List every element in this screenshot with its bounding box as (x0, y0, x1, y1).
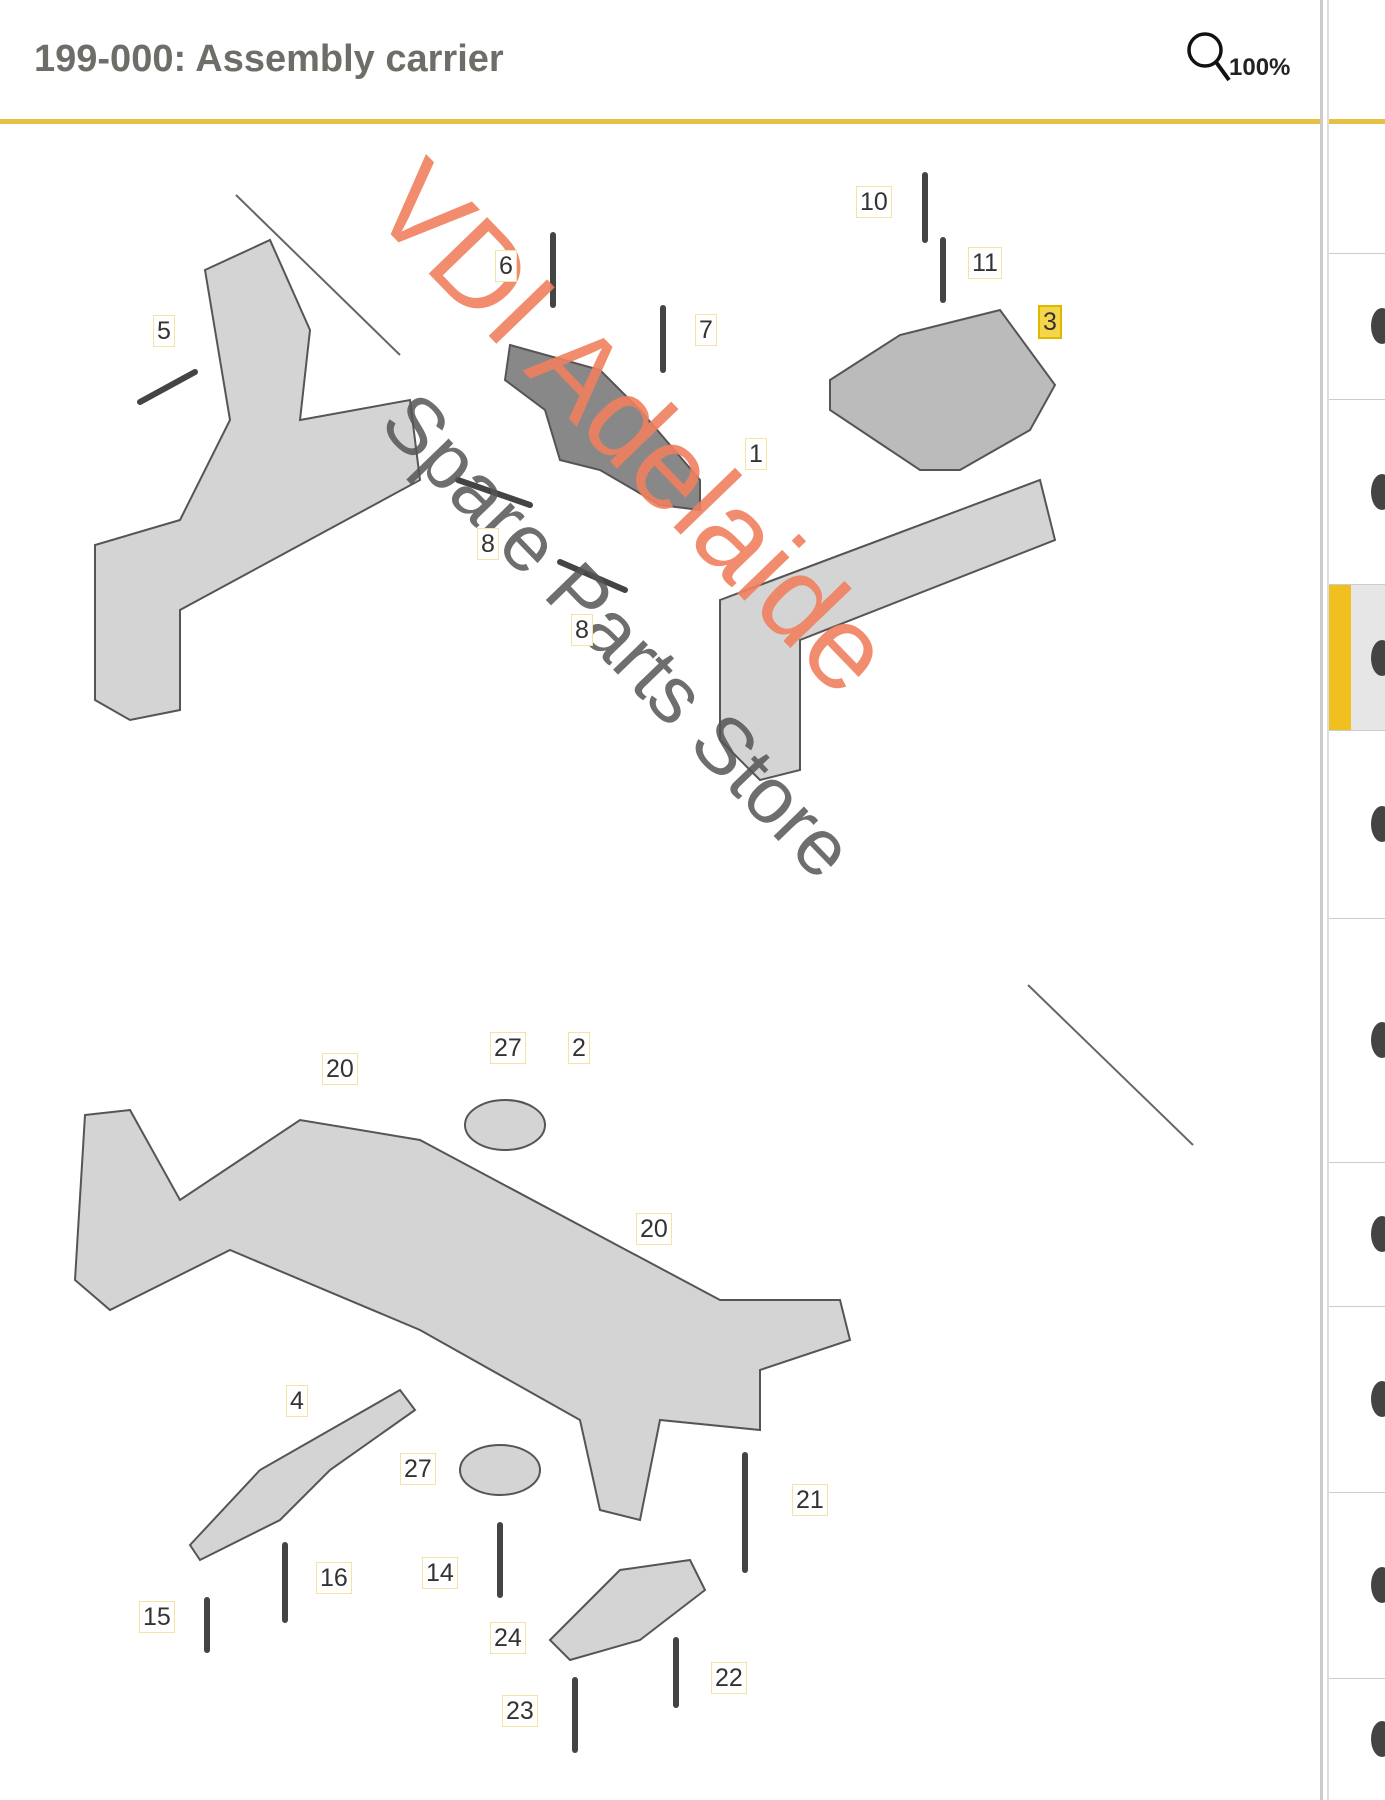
thumbnail-icon (1371, 308, 1385, 344)
thumbnail-icon (1371, 1721, 1385, 1757)
sidebar-row[interactable] (1329, 1162, 1385, 1307)
callout-7[interactable]: 7 (695, 314, 717, 346)
header-accent-line (0, 119, 1320, 124)
callout-5[interactable]: 5 (153, 315, 175, 347)
magnifier-icon (1187, 32, 1231, 82)
diagram-panel: 199-000: Assembly carrier 100% VDI Adela… (34, 30, 1290, 1753)
sidebar-accent-line (1329, 119, 1385, 124)
callout-6[interactable]: 6 (495, 250, 517, 282)
thumbnail-icon (1371, 1022, 1385, 1058)
callout-1[interactable]: 1 (745, 438, 767, 470)
bolts (137, 172, 946, 1753)
callout-8[interactable]: 8 (571, 614, 593, 646)
callout-4[interactable]: 4 (286, 1385, 308, 1417)
callout-10[interactable]: 10 (856, 186, 892, 218)
sidebar-row-selected[interactable] (1329, 585, 1385, 731)
sidebar-row[interactable] (1329, 1678, 1385, 1800)
bracket-part-1 (503, 343, 701, 512)
thumbnail-icon (1371, 1216, 1385, 1252)
parts-diagram (73, 172, 1194, 1753)
callout-20[interactable]: 20 (636, 1213, 672, 1245)
thumbnail-icon (1371, 806, 1385, 842)
panel-divider[interactable] (1320, 0, 1323, 1800)
callout-3[interactable]: 3 (1038, 305, 1062, 339)
sidebar-row[interactable] (1329, 1492, 1385, 1679)
sidebar-row[interactable] (1329, 730, 1385, 919)
zoom-level: 100% (1229, 54, 1291, 81)
sidebar-row[interactable] (1329, 124, 1385, 254)
pendulum-support-part-4 (188, 1388, 417, 1562)
side-member-right (719, 478, 1057, 782)
callout-14[interactable]: 14 (422, 1557, 458, 1589)
thumbnail-icon (1371, 639, 1385, 676)
callout-22[interactable]: 22 (711, 1662, 747, 1694)
callout-2[interactable]: 2 (568, 1032, 590, 1064)
callout-24[interactable]: 24 (490, 1622, 526, 1654)
callout-27[interactable]: 27 (400, 1453, 436, 1485)
callout-8[interactable]: 8 (477, 528, 499, 560)
callout-23[interactable]: 23 (502, 1695, 538, 1727)
panel-divider-inner (1327, 0, 1329, 1800)
sidebar-row[interactable] (1329, 918, 1385, 1163)
page-title: 199-000: Assembly carrier (34, 38, 504, 80)
group-list-sidebar (1329, 124, 1385, 1800)
gearbox-mount-part-3 (829, 308, 1057, 471)
callout-21[interactable]: 21 (792, 1484, 828, 1516)
callout-27[interactable]: 27 (490, 1032, 526, 1064)
callout-16[interactable]: 16 (316, 1562, 352, 1594)
thumbnail-icon (1371, 1381, 1385, 1417)
sidebar-row[interactable] (1329, 1306, 1385, 1493)
callout-11[interactable]: 11 (968, 247, 1002, 279)
callout-15[interactable]: 15 (139, 1601, 175, 1633)
bushing-part-27 (464, 1099, 546, 1151)
sidebar-row[interactable] (1329, 399, 1385, 585)
bushing-part-27 (459, 1444, 541, 1496)
callout-20[interactable]: 20 (322, 1053, 358, 1085)
side-member-left (94, 238, 422, 722)
subframe-part-2 (73, 1108, 852, 1522)
thumbnail-icon (1371, 1567, 1385, 1603)
sidebar-row[interactable] (1329, 253, 1385, 400)
bracket-part-24 (548, 1558, 707, 1662)
zoom-control[interactable]: 100% (1185, 30, 1290, 82)
thumbnail-icon (1371, 473, 1385, 510)
